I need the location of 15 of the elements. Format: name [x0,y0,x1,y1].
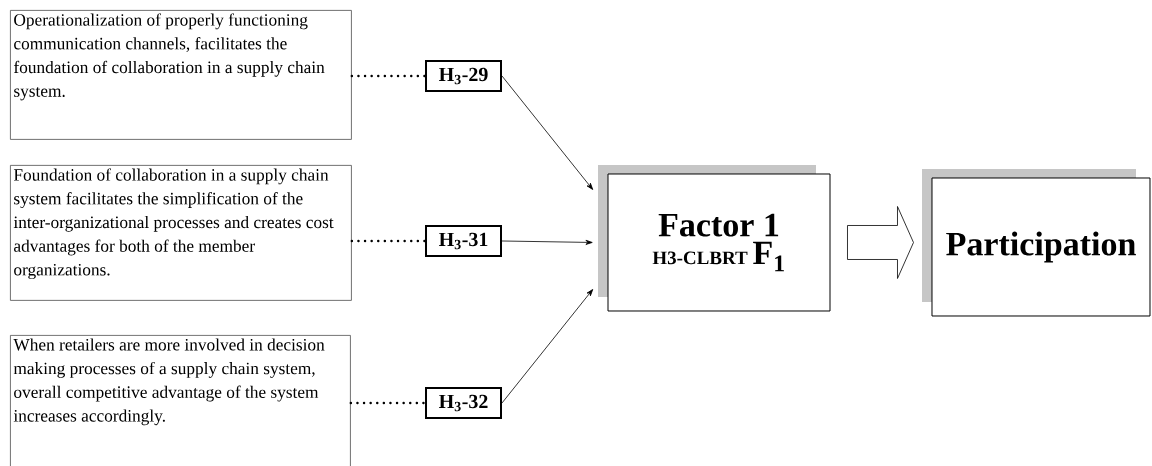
arrow [501,289,594,404]
shadowed-box: Participation [922,169,1151,317]
block-arrow [847,206,914,279]
arrow [501,75,594,190]
hypothesis-box: H$_{3}$-29 [425,60,502,92]
dotted-line [350,239,427,243]
hypothesis-box: H$_{3}$-31 [425,225,502,257]
text-box: Foundation of collaboration in a supply chain system facilitates the simplification of the inter-organizational processes and creates cost advantages for both of the member organizations. [10,165,352,301]
arrow [501,239,593,245]
text-box: When retailers are more involved in decision making processes of a supply chain system, overall competitive advantage of the system increases accordingly. [10,335,351,466]
hypothesis-box: H$_{3}$-32 [425,387,502,419]
shadowed-box: Factor 1 H3-CLBRT F$_{1}$ [598,165,831,312]
text-box: Operationalization of properly functioning communication channels, facilitates the foundation of collaboration in a supply chain system. [10,10,352,140]
dotted-line [350,74,427,78]
dotted-line [349,401,427,405]
